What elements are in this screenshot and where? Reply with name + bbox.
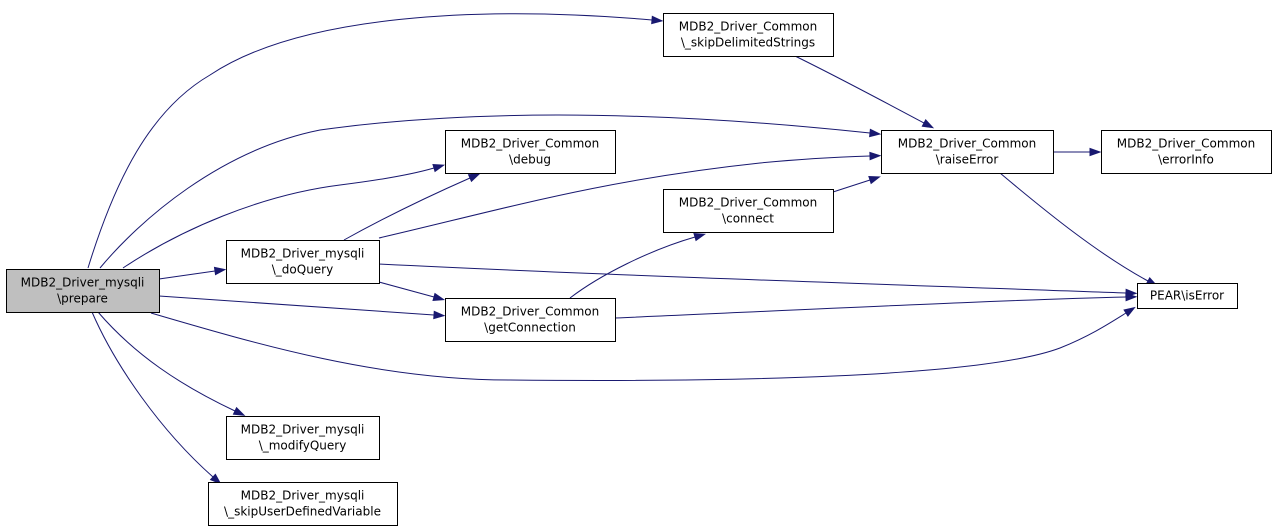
node-skipDelimited[interactable]: MDB2_Driver_Common \_skipDelimitedStrings <box>663 13 834 57</box>
arrow-head <box>1123 306 1136 317</box>
edge-line <box>150 312 1127 381</box>
node-label-line: MDB2_Driver_mysqli <box>241 247 365 261</box>
edge-line <box>122 167 435 269</box>
node-connect[interactable]: MDB2_Driver_Common \connect <box>663 189 834 233</box>
edge-doQuery-to-debug <box>343 173 481 241</box>
node-label-line: MDB2_Driver_Common <box>1117 137 1255 151</box>
edge-prepare-to-doQuery <box>158 266 227 280</box>
node-box <box>881 130 1054 174</box>
edge-prepare-to-skipDelimited <box>87 13 664 269</box>
node-box <box>1137 283 1238 309</box>
node-label-line: \_skipDelimitedStrings <box>681 36 815 50</box>
node-label-line: MDB2_Driver_mysqli <box>21 276 145 290</box>
edge-prepare-to-isError <box>150 306 1136 381</box>
edge-connect-to-raiseError <box>832 176 881 193</box>
node-box <box>1101 130 1272 174</box>
edge-line <box>378 281 435 298</box>
edge-line <box>378 155 871 239</box>
node-raiseError[interactable]: MDB2_Driver_Common \raiseError <box>881 130 1054 174</box>
arrow-head <box>868 176 881 185</box>
edge-prepare-to-modifyQuery <box>97 311 246 416</box>
arrow-head <box>1125 292 1138 302</box>
node-box <box>445 298 616 342</box>
node-doQuery[interactable]: MDB2_Driver_mysqli \_doQuery <box>226 240 380 284</box>
edge-getConnection-to-connect <box>569 232 707 299</box>
edge-prepare-to-getConnection <box>158 295 446 320</box>
edge-line <box>87 13 653 269</box>
edge-prepare-to-raiseError <box>99 114 882 269</box>
arrow-head <box>433 310 446 320</box>
arrow-head <box>467 173 481 183</box>
node-label-line: \_skipUserDefinedVariable <box>224 505 381 519</box>
edge-skipDelimited-to-raiseError <box>794 55 935 129</box>
node-label-line: MDB2_Driver_Common <box>898 137 1036 151</box>
arrow-head <box>651 15 664 25</box>
edge-doQuery-to-getConnection <box>378 281 446 302</box>
arrow-head <box>432 292 446 302</box>
node-box <box>208 482 398 526</box>
node-errorInfo[interactable]: MDB2_Driver_Common \errorInfo <box>1101 130 1272 174</box>
edge-prepare-to-debug <box>122 164 446 269</box>
node-label-line: \raiseError <box>936 153 999 167</box>
edge-line <box>91 311 214 478</box>
edge-line <box>378 263 1127 294</box>
arrow-head <box>432 164 446 173</box>
edge-raiseError-to-errorInfo <box>1053 147 1102 157</box>
edge-line <box>614 296 1127 319</box>
edge-doQuery-to-isError <box>378 263 1138 298</box>
arrow-head <box>209 473 222 485</box>
node-prepare[interactable]: MDB2_Driver_mysqli \prepare <box>6 269 160 313</box>
node-label-line: \errorInfo <box>1158 153 1214 167</box>
nodes-layer: MDB2_Driver_mysqli\prepareMDB2_Driver_Co… <box>6 13 1272 526</box>
edge-line <box>832 179 871 193</box>
node-modifyQuery[interactable]: MDB2_Driver_mysqli \_modifyQuery <box>226 416 380 460</box>
node-label-line: MDB2_Driver_mysqli <box>241 423 365 437</box>
arrow-head <box>869 128 882 138</box>
arrow-head <box>869 151 882 161</box>
node-label-line: PEAR\isError <box>1150 289 1224 303</box>
node-box <box>445 130 616 174</box>
node-label-line: \getConnection <box>484 321 576 335</box>
arrow-head <box>213 266 227 276</box>
node-box <box>663 13 834 57</box>
edge-raiseError-to-isError <box>999 172 1159 287</box>
node-box <box>663 189 834 233</box>
edge-line <box>569 236 696 299</box>
node-label-line: \_modifyQuery <box>259 439 347 453</box>
edge-getConnection-to-isError <box>614 292 1138 319</box>
arrow-head <box>693 232 707 242</box>
edge-line <box>999 172 1149 282</box>
node-label-line: \_doQuery <box>272 263 333 277</box>
node-label-line: \prepare <box>57 292 108 306</box>
node-label-line: MDB2_Driver_Common <box>679 196 817 210</box>
node-label-line: \connect <box>722 212 774 226</box>
edge-line <box>794 55 925 124</box>
node-box <box>226 240 380 284</box>
node-box <box>226 416 380 460</box>
edge-prepare-to-skipUserDefined <box>91 311 222 485</box>
node-label-line: \debug <box>509 153 551 167</box>
arrow-head <box>232 406 246 416</box>
node-skipUserDefined[interactable]: MDB2_Driver_mysqli \_skipUserDefinedVaria… <box>208 482 398 526</box>
edge-line <box>99 114 871 269</box>
node-label-line: MDB2_Driver_mysqli <box>241 489 365 503</box>
edge-line <box>158 295 435 316</box>
node-label-line: MDB2_Driver_Common <box>461 305 599 319</box>
node-label-line: MDB2_Driver_Common <box>679 20 817 34</box>
edges-layer <box>87 13 1159 485</box>
edge-line <box>97 311 236 412</box>
edge-doQuery-to-raiseError <box>378 151 882 239</box>
arrow-head <box>1089 147 1102 157</box>
node-isError[interactable]: PEAR\isError <box>1137 283 1238 309</box>
node-box <box>6 269 160 313</box>
node-getConnection[interactable]: MDB2_Driver_Common \getConnection <box>445 298 616 342</box>
edge-line <box>343 177 471 241</box>
node-debug[interactable]: MDB2_Driver_Common \debug <box>445 130 616 174</box>
arrow-head <box>921 118 935 129</box>
node-label-line: MDB2_Driver_Common <box>461 137 599 151</box>
edge-line <box>158 270 216 280</box>
